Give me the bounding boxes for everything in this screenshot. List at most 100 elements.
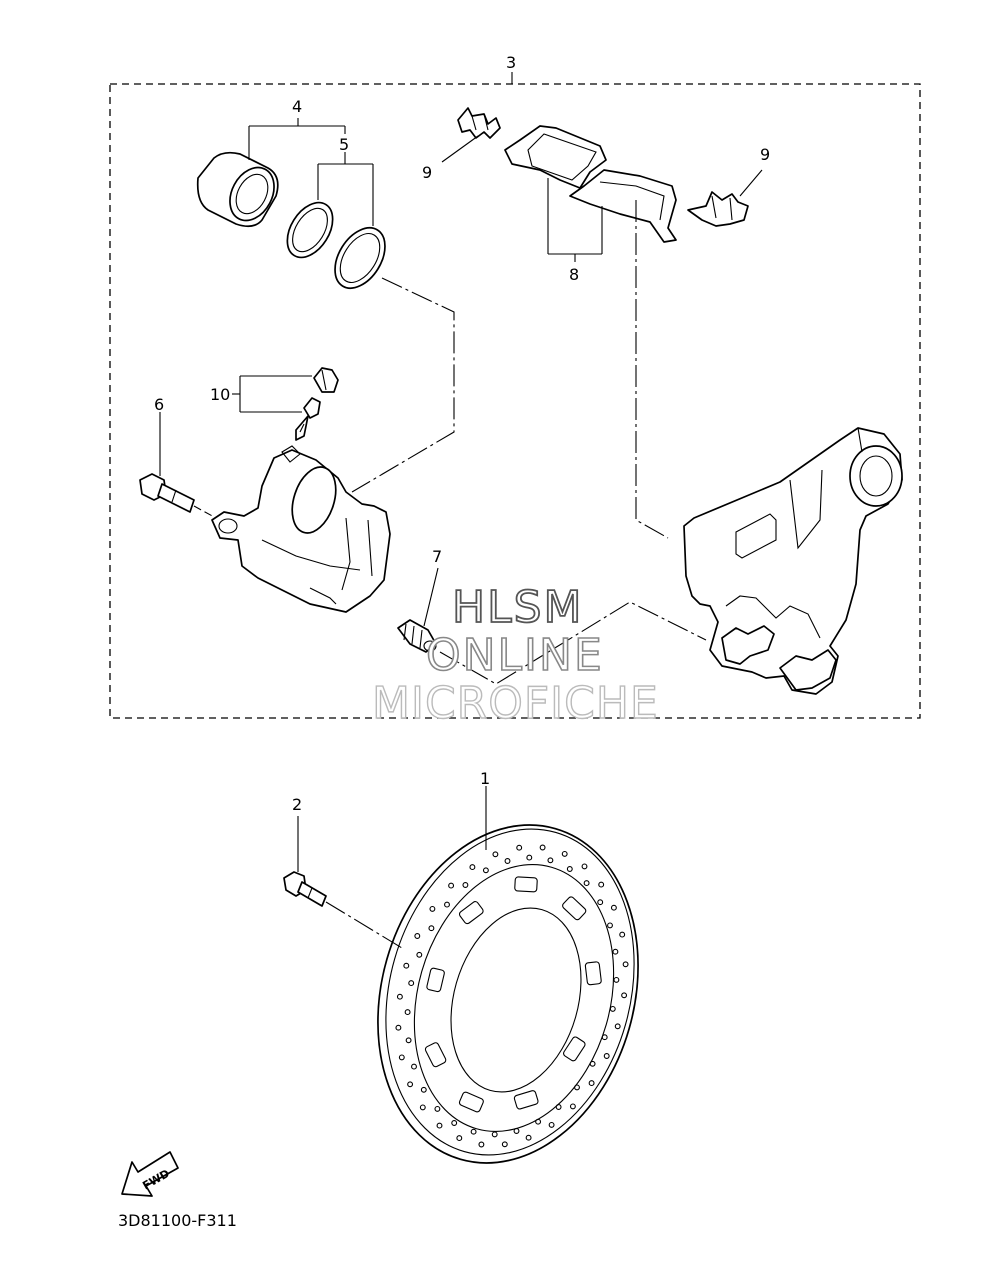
drill-hole [535,1118,542,1125]
drill-hole [525,1134,532,1141]
drill-hole [451,1120,458,1126]
callout-8[interactable]: 8 [569,265,579,284]
drill-hole [547,857,554,864]
drill-hole [482,867,489,874]
assembly-line-disc-bolt [325,901,403,949]
drill-hole [419,1104,426,1111]
pin-bolt-part[interactable] [139,473,195,513]
callout-2[interactable]: 2 [292,795,302,814]
drill-hole [448,882,455,889]
drill-hole [583,880,590,887]
drill-hole [589,1060,596,1067]
drill-hole [395,1024,402,1031]
leader-7 [423,567,439,627]
disc-cutout [584,961,602,986]
caliper-body-part[interactable] [211,445,391,613]
drill-hole [405,1037,412,1044]
assembly-boundary [109,83,921,719]
pad-clip-left-part[interactable] [457,107,501,139]
drill-hole [526,854,533,861]
drill-hole [588,1080,595,1087]
drill-hole [416,951,423,958]
boot-bushing-part[interactable] [397,619,437,653]
drill-hole [403,962,410,969]
drill-hole [598,881,605,888]
callout-9b[interactable]: 9 [760,145,770,164]
drill-hole [436,1122,443,1129]
callout-3[interactable]: 3 [506,53,516,72]
leader-9a [441,135,479,163]
disc-cutout [513,1090,539,1110]
disc-cutout [458,1091,484,1113]
leader-9b [739,169,763,197]
brake-pad-set-part[interactable] [504,125,677,243]
drill-hole [607,922,613,929]
drill-hole [516,844,523,851]
drill-hole [504,858,511,864]
callout-9a[interactable]: 9 [422,163,432,182]
disc-cutout [458,901,484,925]
disc-cutout [426,967,445,993]
leader-4 [248,118,345,160]
seal-ring-part[interactable] [278,194,395,297]
drill-hole [609,1005,616,1012]
drill-hole [621,992,628,999]
drill-hole [622,961,629,968]
callout-5[interactable]: 5 [339,135,349,154]
drill-hole [398,1054,405,1061]
drill-hole [612,948,619,955]
disc-cutouts [424,876,602,1113]
drill-hole [569,1103,576,1110]
disc-cutout [424,1042,447,1068]
drill-hole [597,899,604,906]
assembly-line-bushing [439,601,707,685]
drill-hole [603,1053,610,1059]
drill-hole [501,1141,508,1148]
drill-hole [404,1009,411,1016]
forward-direction-arrow: FWD [121,1151,179,1197]
assembly-line-pad [635,200,669,539]
disc-cutout [562,896,587,921]
drill-hole [411,1063,417,1070]
drill-hole [555,1104,562,1110]
drawing-code: 3D81100-F311 [118,1211,237,1230]
drill-hole [614,1023,621,1030]
leader-10 [232,375,312,413]
bleed-cap-part[interactable] [313,367,339,393]
disc-drill-holes [395,844,629,1148]
drill-hole [478,1141,485,1148]
drill-hole [428,925,435,932]
disc-bolt-part[interactable] [283,871,327,907]
watermark-line-3: MICROFICHE [372,678,659,729]
pad-clip-right-part[interactable] [687,191,749,227]
bleed-screw-part[interactable] [295,397,321,441]
piston-part[interactable] [196,151,283,228]
drill-hole [462,882,469,888]
drill-hole [581,863,588,870]
brake-disc-part[interactable] [339,794,676,1194]
drill-hole [456,1135,463,1142]
callout-6[interactable]: 6 [154,395,164,414]
watermark-line-1: HLSM [452,582,584,633]
callout-4[interactable]: 4 [292,97,302,116]
leader-8 [547,178,603,262]
leader-5 [249,125,374,226]
drill-hole [414,933,421,939]
drill-hole [420,1086,427,1093]
disc-cutout [563,1036,586,1062]
callout-1[interactable]: 1 [480,769,490,788]
drill-hole [539,844,546,851]
drill-hole [469,864,476,871]
caliper-bracket-part[interactable] [683,427,903,695]
drill-hole [613,976,620,983]
disc-cutout [514,876,538,893]
drill-hole [444,901,450,908]
callout-10[interactable]: 10 [210,385,230,404]
assembly-line-piston [351,277,455,493]
callout-7[interactable]: 7 [432,547,442,566]
drill-hole [396,993,403,1000]
drill-hole [513,1128,520,1134]
drill-hole [407,1081,414,1088]
watermark: HLSM ONLINE MICROFICHE [371,581,659,730]
